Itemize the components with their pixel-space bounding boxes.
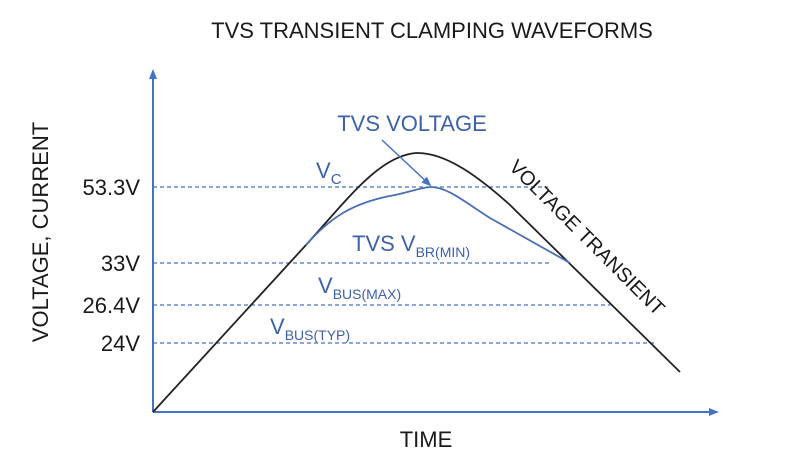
vc-label: VC <box>316 158 342 188</box>
vbus-max-main: V <box>318 273 333 298</box>
vbr-main: TVS V <box>352 231 416 256</box>
voltage-transient-label: VOLTAGE TRANSIENT <box>504 156 668 320</box>
diagram-title: TVS TRANSIENT CLAMPING WAVEFORMS <box>211 18 653 43</box>
y-axis-label: VOLTAGE, CURRENT <box>28 122 53 342</box>
vc-subscript: C <box>331 171 342 188</box>
voltage-transient-curve <box>152 152 681 413</box>
tick-label-26-4: 26.4V <box>83 293 141 318</box>
vc-main: V <box>316 158 331 183</box>
vbus-typ-main: V <box>270 314 285 339</box>
vbr-subscript: BR(MIN) <box>416 244 470 260</box>
vbus-typ-label: VBUS(TYP) <box>270 314 350 343</box>
vbus-max-subscript: BUS(MAX) <box>333 286 401 302</box>
tick-label-53-3: 53.3V <box>83 175 141 200</box>
vbus-max-label: VBUS(MAX) <box>318 273 401 302</box>
tvs-voltage-label: TVS VOLTAGE <box>337 111 487 136</box>
vbus-typ-subscript: BUS(TYP) <box>285 327 350 343</box>
tick-label-24: 24V <box>101 331 140 356</box>
vbr-min-label: TVS VBR(MIN) <box>352 231 470 260</box>
tvs-voltage-curve <box>305 186 571 264</box>
tvs-voltage-arrow <box>381 139 432 187</box>
tick-label-33: 33V <box>101 251 140 276</box>
x-axis-label: TIME <box>400 427 453 452</box>
